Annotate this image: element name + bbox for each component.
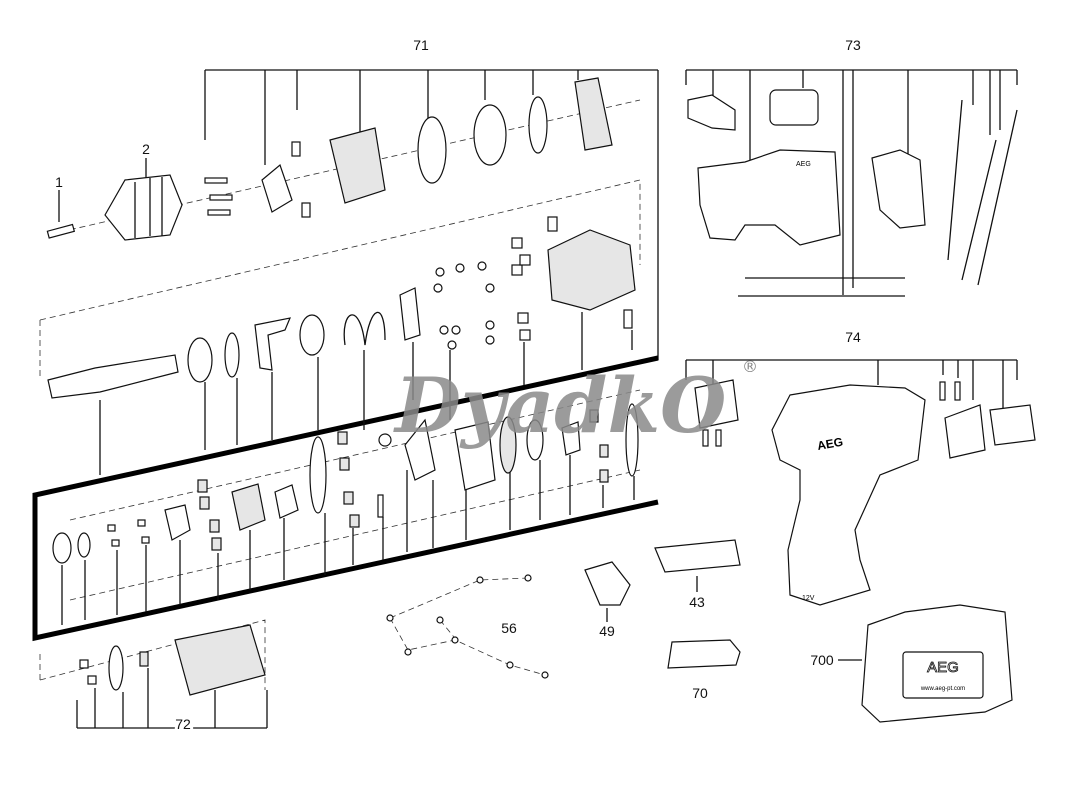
- label-73[interactable]: 73: [845, 37, 861, 53]
- bracket-74: 74 AEG 12V: [685, 329, 1036, 606]
- part-70: 70: [667, 639, 741, 701]
- label-700[interactable]: 700: [810, 652, 834, 668]
- bracket-73: 73 AEG: [685, 37, 1018, 297]
- drill-voltage: 12V: [802, 595, 815, 602]
- watermark-text: DyadkO: [393, 361, 726, 450]
- case-brand: AEG: [927, 659, 959, 676]
- part-700-case: AEG www.aeg-pt.com 700: [810, 604, 1013, 723]
- label-71[interactable]: 71: [413, 37, 429, 53]
- watermark: DyadkO ®: [393, 357, 758, 450]
- label-43[interactable]: 43: [689, 594, 705, 610]
- label-2[interactable]: 2: [142, 141, 150, 157]
- panel-frame: [32, 355, 659, 642]
- drill-brand: AEG: [816, 435, 844, 453]
- spindle-parts: [47, 287, 633, 475]
- case-url: www.aeg-pt.com: [920, 686, 965, 692]
- registered-mark: ®: [742, 357, 758, 376]
- guide-lines: [39, 99, 641, 690]
- gearbox-parts-upper: [204, 77, 636, 350]
- part-2-chuck: 2: [104, 141, 183, 241]
- label-56[interactable]: 56: [501, 620, 517, 636]
- drill-housing: [771, 384, 926, 606]
- label-49[interactable]: 49: [599, 623, 615, 639]
- part-1-screw: 1: [46, 174, 76, 239]
- part-72-motor-group: 72: [76, 624, 268, 735]
- label-70[interactable]: 70: [692, 685, 708, 701]
- label-74[interactable]: 74: [845, 329, 861, 345]
- part-43: 43: [654, 539, 741, 610]
- label-72[interactable]: 72: [172, 713, 194, 735]
- bracket-71: 71: [204, 37, 659, 360]
- part-49: 49: [584, 561, 631, 639]
- switch-brand: AEG: [796, 161, 811, 168]
- gearbox-parts-lower: [52, 403, 639, 625]
- label-1[interactable]: 1: [55, 174, 63, 190]
- part-56-screws: 56: [386, 574, 549, 679]
